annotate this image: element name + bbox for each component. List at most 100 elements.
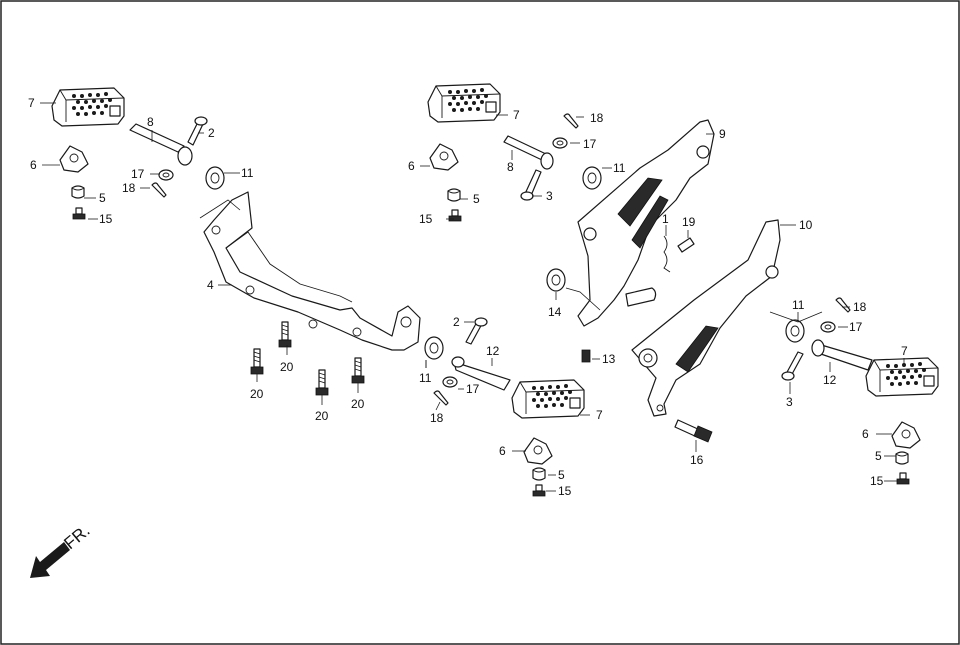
middle-collar bbox=[532, 467, 546, 481]
bracket-bolt-a bbox=[278, 321, 292, 348]
callout-7-mid: 7 bbox=[513, 108, 520, 122]
callout-18-low: 18 bbox=[430, 411, 444, 425]
middle-pin-12 bbox=[451, 356, 511, 391]
callout-6-low: 6 bbox=[499, 444, 506, 458]
right-front-cotter-pin bbox=[563, 113, 579, 129]
callout-3-rear: 3 bbox=[786, 395, 793, 409]
rear-washer-11 bbox=[785, 319, 805, 343]
callout-15-low: 15 bbox=[558, 484, 572, 498]
callout-17-mid: 17 bbox=[583, 137, 597, 151]
callout-11-bracket: 11 bbox=[419, 371, 432, 385]
callout-16: 16 bbox=[690, 453, 704, 467]
rear-collar bbox=[895, 451, 909, 465]
callout-15-rear: 15 bbox=[870, 474, 884, 488]
left-front-washer bbox=[205, 166, 225, 190]
callout-3-mid: 3 bbox=[546, 189, 553, 203]
callout-7: 7 bbox=[28, 96, 35, 110]
right-front-bracket bbox=[429, 143, 459, 171]
right-front-washer bbox=[582, 166, 602, 190]
callout-labels: 7 8 2 6 17 18 11 5 15 4 20 20 20 20 7 18… bbox=[28, 96, 908, 498]
callout-5-low: 5 bbox=[558, 468, 565, 482]
right-front-collar bbox=[447, 188, 461, 202]
left-front-small-washer bbox=[158, 169, 174, 181]
left-front-cotter-pin bbox=[151, 182, 167, 198]
right-front-clevis-pin bbox=[520, 169, 542, 201]
right-front-pin bbox=[503, 135, 554, 170]
middle-footpeg bbox=[511, 379, 585, 419]
middle-bracket bbox=[523, 437, 553, 465]
rear-bracket bbox=[891, 421, 921, 449]
callout-8: 8 bbox=[147, 115, 154, 129]
left-front-bracket bbox=[59, 145, 89, 173]
left-front-bolt bbox=[72, 207, 86, 220]
callout-4: 4 bbox=[207, 278, 214, 292]
callout-11-mid: 11 bbox=[613, 161, 626, 175]
callout-14: 14 bbox=[548, 305, 562, 319]
callout-17-rear: 17 bbox=[849, 320, 863, 334]
callout-5-mid: 5 bbox=[473, 192, 480, 206]
callout-17-low: 17 bbox=[466, 382, 480, 396]
left-front-footpeg bbox=[51, 87, 125, 127]
callout-11-rear: 11 bbox=[792, 298, 805, 312]
middle-bolt bbox=[532, 484, 546, 497]
callout-12-rear: 12 bbox=[823, 373, 837, 387]
callout-19: 19 bbox=[682, 215, 696, 229]
callout-17: 17 bbox=[131, 167, 145, 181]
rear-pin-12 bbox=[811, 339, 873, 371]
rear-clevis-pin-3 bbox=[781, 351, 804, 381]
holder-bolt-13 bbox=[581, 349, 591, 363]
right-front-small-washer bbox=[552, 137, 568, 149]
rear-small-washer bbox=[820, 321, 836, 333]
callout-15-mid: 15 bbox=[419, 212, 433, 226]
rear-footrest-holder bbox=[631, 219, 781, 417]
rear-cotter-pin bbox=[835, 297, 851, 313]
left-front-collar bbox=[71, 185, 85, 199]
front-direction-arrow-icon bbox=[30, 542, 70, 578]
callout-6-mid: 6 bbox=[408, 159, 415, 173]
right-footrest-holder bbox=[577, 119, 715, 327]
rear-bolt-16 bbox=[674, 419, 713, 443]
rear-bolt bbox=[896, 472, 910, 485]
callout-2-mid: 2 bbox=[453, 315, 460, 329]
leader-lines bbox=[40, 102, 905, 492]
callout-1: 1 bbox=[662, 212, 669, 226]
callout-20c: 20 bbox=[315, 409, 329, 423]
right-front-footpeg bbox=[427, 83, 501, 123]
bracket-washer bbox=[424, 336, 444, 360]
callout-15: 15 bbox=[99, 212, 113, 226]
holder-spring bbox=[663, 235, 671, 273]
callout-9: 9 bbox=[719, 127, 726, 141]
callout-20a: 20 bbox=[280, 360, 294, 374]
callout-8-mid: 8 bbox=[507, 160, 514, 174]
callout-20d: 20 bbox=[351, 397, 365, 411]
middle-clevis-pin-2 bbox=[465, 317, 488, 345]
front-footrest-bracket bbox=[203, 191, 421, 351]
callout-6: 6 bbox=[30, 158, 37, 172]
bracket-bolt-d bbox=[351, 357, 365, 384]
rear-footpeg bbox=[865, 357, 939, 397]
callout-6-rear: 6 bbox=[862, 427, 869, 441]
left-front-pin bbox=[129, 123, 193, 166]
bracket-bolt-b bbox=[250, 348, 264, 375]
callout-13: 13 bbox=[602, 352, 616, 366]
callout-18-mid: 18 bbox=[590, 111, 604, 125]
holder-washer-14 bbox=[546, 268, 566, 292]
callout-20b: 20 bbox=[250, 387, 264, 401]
callout-18: 18 bbox=[122, 181, 136, 195]
callout-5-rear: 5 bbox=[875, 449, 882, 463]
callout-7-low: 7 bbox=[596, 408, 603, 422]
callout-10: 10 bbox=[799, 218, 813, 232]
callout-18-rear: 18 bbox=[853, 300, 867, 314]
middle-cotter-pin bbox=[433, 390, 449, 406]
callout-12-mid: 12 bbox=[486, 344, 500, 358]
left-front-clevis-pin bbox=[187, 116, 208, 146]
callout-11: 11 bbox=[241, 166, 254, 180]
callout-2: 2 bbox=[208, 126, 215, 140]
callout-7-rear: 7 bbox=[901, 344, 908, 358]
middle-small-washer bbox=[442, 376, 458, 388]
bracket-bolt-c bbox=[315, 369, 329, 396]
holder-bolt-19 bbox=[677, 237, 695, 253]
callout-5: 5 bbox=[99, 191, 106, 205]
